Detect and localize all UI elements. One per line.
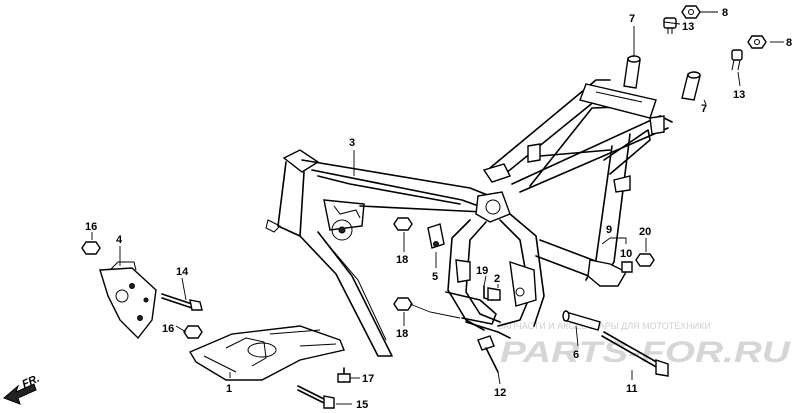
bolt-13-upper xyxy=(663,17,677,34)
label-5: 5 xyxy=(432,271,438,283)
label-3: 3 xyxy=(349,137,355,149)
label-13-lower: 13 xyxy=(733,89,745,101)
label-7-upper: 7 xyxy=(629,13,635,25)
label-6: 6 xyxy=(573,349,579,361)
nut-18-lower xyxy=(393,297,413,311)
label-17: 17 xyxy=(362,373,374,385)
label-7-lower: 7 xyxy=(701,103,707,115)
label-2: 2 xyxy=(494,273,500,285)
skid-plate-1 xyxy=(188,325,345,381)
label-20: 20 xyxy=(639,226,651,238)
bolt-17 xyxy=(337,367,351,383)
front-direction-label: FR. xyxy=(20,373,41,391)
label-8-lower: 8 xyxy=(786,37,792,49)
label-15: 15 xyxy=(356,399,368,411)
nut-8-upper xyxy=(681,5,701,19)
label-13-upper: 13 xyxy=(682,21,694,33)
bracket-9 xyxy=(587,259,627,287)
label-4: 4 xyxy=(116,234,123,246)
axle-bolt-11 xyxy=(601,331,669,377)
nut-18-upper xyxy=(393,217,413,231)
label-9: 9 xyxy=(606,224,612,236)
bolt-15 xyxy=(297,385,335,409)
pin-7-upper xyxy=(623,55,641,89)
label-11: 11 xyxy=(626,383,638,395)
label-1: 1 xyxy=(226,383,232,395)
label-16-upper: 16 xyxy=(85,221,97,233)
label-18-lower: 18 xyxy=(396,328,408,340)
label-19: 19 xyxy=(476,265,488,277)
label-14: 14 xyxy=(176,266,189,278)
watermark-brand: PARTS-FOR.RU xyxy=(500,336,792,369)
label-18-upper: 18 xyxy=(396,254,408,266)
frame-body xyxy=(265,79,673,357)
bolt-20 xyxy=(635,253,655,267)
nut-16-lower xyxy=(183,325,203,339)
bolt-10 xyxy=(621,261,633,273)
nut-16-upper xyxy=(81,241,101,255)
bolt-14 xyxy=(161,293,203,311)
bolt-12 xyxy=(477,335,499,373)
label-8-upper: 8 xyxy=(722,7,728,19)
bracket-4 xyxy=(99,261,157,340)
pin-7-lower xyxy=(681,71,701,101)
pin-6 xyxy=(562,310,601,331)
leader-lines xyxy=(91,11,784,405)
label-12: 12 xyxy=(494,387,506,399)
watermark-tagline: ЗАПЧАСТИ И АКСЕССУАРЫ ДЛЯ МОТОТЕХНИКИ xyxy=(498,321,711,331)
label-16-lower: 16 xyxy=(162,323,174,335)
front-direction-arrow: FR. xyxy=(3,373,41,405)
bolt-13-lower xyxy=(731,49,743,71)
nut-8-lower xyxy=(747,35,767,49)
watermark: ЗАПЧАСТИ И АКСЕССУАРЫ ДЛЯ МОТОТЕХНИКИ PA… xyxy=(498,321,792,369)
callout-labels: 3 7 8 13 8 13 7 16 4 14 16 1 17 15 18 18… xyxy=(85,7,792,411)
label-10: 10 xyxy=(620,248,632,260)
